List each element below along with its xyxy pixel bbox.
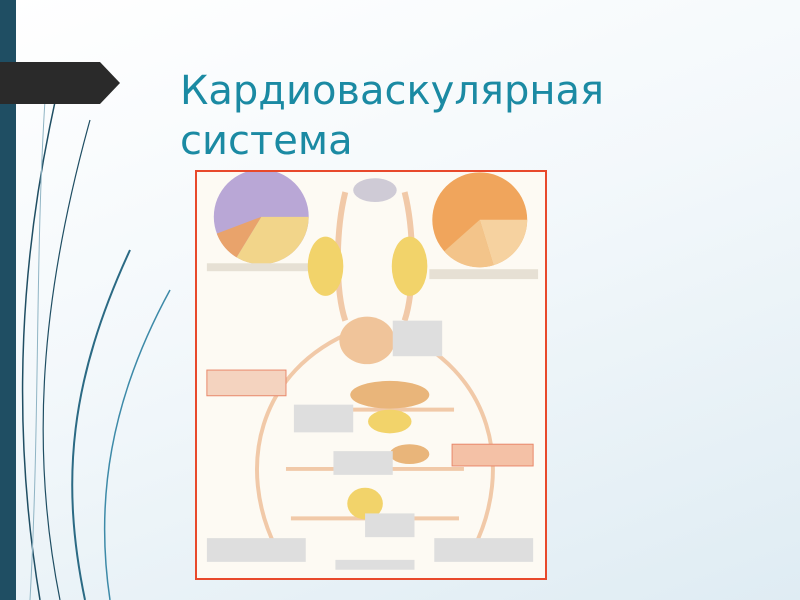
decorative-swirl-lines <box>21 79 171 600</box>
title-accent-tab <box>0 62 120 104</box>
cardiovascular-diagram-image <box>195 170 547 580</box>
slide-sidebar-bar <box>0 0 16 600</box>
slide-title-line-2: система <box>180 118 353 164</box>
slide-title-line-1: Кардиоваскулярная <box>180 68 605 114</box>
diagram-illustration <box>206 172 539 570</box>
slide-title: Кардиоваскулярная система <box>180 66 780 166</box>
